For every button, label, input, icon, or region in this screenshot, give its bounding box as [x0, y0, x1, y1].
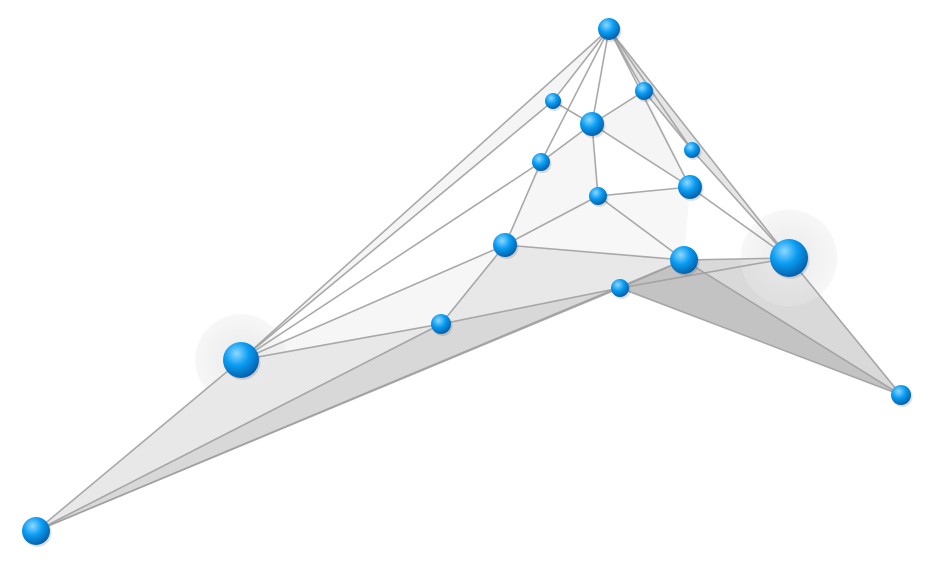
graph-edge	[504, 195, 599, 246]
graph-nodes	[22, 18, 913, 547]
graph-edge	[240, 100, 554, 361]
graph-edge	[240, 244, 506, 361]
graph-edge	[440, 287, 621, 325]
graph-edge	[691, 149, 790, 259]
graph-face	[441, 245, 684, 324]
graph-edge	[689, 186, 790, 259]
graph-node[interactable]	[678, 175, 702, 199]
graph-edge	[240, 161, 542, 361]
graph-node[interactable]	[580, 112, 604, 136]
graph-node[interactable]	[589, 187, 607, 205]
graph-node[interactable]	[770, 239, 808, 277]
graph-node[interactable]	[223, 342, 259, 378]
graph-edge	[683, 259, 902, 396]
graph-edge	[504, 244, 685, 261]
graph-edge	[591, 123, 691, 188]
graph-edge	[591, 28, 610, 125]
graph-edge	[35, 323, 442, 532]
graph-node[interactable]	[22, 517, 50, 545]
graph-face	[505, 187, 690, 260]
graph-node[interactable]	[684, 142, 700, 158]
graph-edges	[35, 28, 902, 532]
graph-node[interactable]	[532, 153, 550, 171]
graph-node[interactable]	[611, 279, 629, 297]
graph-edge	[643, 90, 693, 151]
graph-edge	[608, 28, 691, 188]
graph-node[interactable]	[545, 93, 561, 109]
graph-edge	[608, 28, 790, 259]
graph-face	[505, 124, 598, 245]
graph-face	[592, 91, 690, 187]
graph-edge	[597, 186, 691, 197]
graph-edge	[440, 244, 506, 325]
graph-edge	[540, 28, 610, 163]
graph-edge	[240, 323, 442, 361]
graph-node[interactable]	[431, 314, 451, 334]
graph-edge	[35, 259, 685, 532]
graph-edge	[552, 28, 610, 102]
graph-edge	[788, 257, 902, 396]
graph-edge	[35, 359, 242, 532]
graph-edge	[240, 28, 610, 361]
graph-node[interactable]	[493, 233, 517, 257]
graph-edge	[619, 257, 790, 289]
graph-node[interactable]	[891, 385, 911, 405]
graph-edge	[591, 123, 599, 197]
graph-node[interactable]	[670, 246, 698, 274]
graph-face	[620, 258, 901, 395]
graph-node[interactable]	[635, 82, 653, 100]
graph-edge	[504, 161, 542, 246]
graph-node[interactable]	[598, 18, 620, 40]
graph-edge	[597, 195, 685, 261]
graph-edge	[619, 287, 902, 396]
